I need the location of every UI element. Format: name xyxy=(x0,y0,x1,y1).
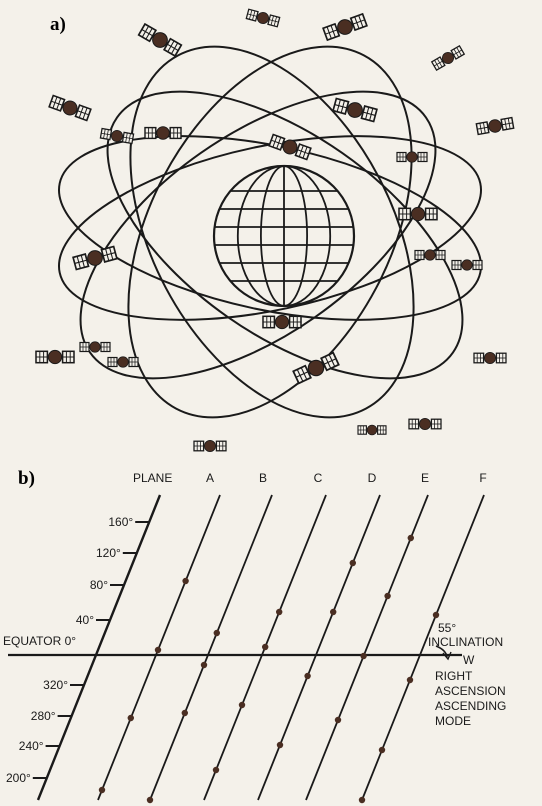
panel-b-label: b) xyxy=(18,468,35,489)
inclination-arrowhead xyxy=(442,651,452,661)
satellite-icon xyxy=(396,151,428,163)
plane-satellite-dot xyxy=(262,643,269,651)
inclination-label: INCLINATION xyxy=(428,635,503,649)
axis-tick-label: 240° xyxy=(19,739,44,753)
orbit-path-3 xyxy=(58,135,482,321)
satellites xyxy=(35,8,515,453)
satellite-icon xyxy=(35,349,75,365)
satellite-icon xyxy=(357,424,387,436)
plane-satellite-dot xyxy=(154,646,162,654)
ascension-label-3: ASCENDING xyxy=(435,699,506,713)
equator-label: EQUATOR 0° xyxy=(3,634,76,648)
plane-label: D xyxy=(368,471,377,485)
plane-satellite-dot xyxy=(304,672,311,680)
axis-tick-label: 120° xyxy=(96,546,121,560)
plane-satellite-dot xyxy=(127,714,134,722)
plane-satellite-dot xyxy=(200,661,208,669)
orbit-path-5 xyxy=(127,45,413,419)
plane-satellite-dot xyxy=(182,577,189,585)
satellite-icon xyxy=(332,97,378,123)
orbit-path-4 xyxy=(58,135,482,321)
satellite-icon xyxy=(268,133,312,161)
ascension-label-2: ASCENSION xyxy=(435,684,506,698)
plane-satellite-dot xyxy=(213,629,220,637)
earth-globe xyxy=(212,164,356,308)
plane-satellite-dot xyxy=(238,701,246,709)
satellite-icon xyxy=(322,12,368,42)
ascension-label-1: RIGHT xyxy=(435,669,473,683)
plane-satellite-dot xyxy=(406,676,414,684)
orbit-path-6 xyxy=(129,45,415,419)
satellite-icon xyxy=(79,341,111,353)
satellite-icon xyxy=(262,314,302,330)
plane-label: C xyxy=(314,471,323,485)
satellite-icon xyxy=(144,126,182,140)
plane-satellite-dot xyxy=(432,611,440,619)
axis-tick-label: 200° xyxy=(6,771,31,785)
plane-satellite-dot xyxy=(384,592,391,600)
plane-label: E xyxy=(421,471,429,485)
orbital-plane-B xyxy=(149,494,273,801)
axis-tick-label: 80° xyxy=(90,578,108,592)
plane-satellite-dot xyxy=(407,534,414,542)
plane-label: A xyxy=(206,471,214,485)
satellite-icon xyxy=(193,439,227,453)
satellite-icon xyxy=(473,351,507,365)
satellite-icon xyxy=(398,206,438,222)
inclination-arc xyxy=(435,645,448,658)
direction-label: W xyxy=(463,653,475,667)
plane-label: F xyxy=(479,471,486,485)
axis-tick-label: 280° xyxy=(31,709,56,723)
plane-satellite-dot xyxy=(349,559,356,567)
plane-satellite-dot xyxy=(358,796,366,804)
satellite-icon xyxy=(48,94,92,122)
plane-satellite-dot xyxy=(378,746,386,754)
satellite-icon xyxy=(107,356,139,368)
plane-satellite-dot xyxy=(98,786,106,794)
satellite-icon xyxy=(414,249,446,261)
reference-axis xyxy=(36,494,162,801)
axis-tick-label: 160° xyxy=(108,515,133,529)
panel-a-label: a) xyxy=(50,14,66,35)
satellite-icon xyxy=(72,245,118,271)
plane-satellite-dot xyxy=(276,741,284,749)
plane-satellite-dot xyxy=(276,608,283,616)
plane-satellite-dot xyxy=(330,608,337,616)
ascension-label-4: MODE xyxy=(435,714,471,728)
satellite-icon xyxy=(137,22,183,58)
satellite-icon xyxy=(245,8,281,28)
axis-tick-label: 320° xyxy=(43,678,68,692)
satellite-icon xyxy=(430,44,466,72)
satellite-icon xyxy=(292,351,340,385)
plane-satellite-dot xyxy=(146,796,154,804)
plane-label: B xyxy=(259,471,267,485)
orbital-planes-diagram: 160° 120° 80° 40° 320° 280° 240° 200° A B C D E F xyxy=(6,471,487,804)
plane-satellite-dot xyxy=(212,766,220,774)
plane-heading: PLANE xyxy=(133,471,172,485)
orbital-plane-D xyxy=(257,494,381,801)
plane-satellite-dot xyxy=(360,652,367,660)
satellite-icon xyxy=(408,417,442,431)
satellite-icon xyxy=(451,259,483,271)
satellite-icon xyxy=(99,127,135,145)
satellite-icon xyxy=(475,116,515,136)
axis-tick-label: 40° xyxy=(76,613,94,627)
orbit-lines xyxy=(58,45,482,419)
orbital-plane-E xyxy=(305,494,429,801)
plane-satellite-dot xyxy=(181,709,188,717)
plane-satellite-dot xyxy=(334,716,342,724)
inclination-angle: 55° xyxy=(438,621,456,635)
